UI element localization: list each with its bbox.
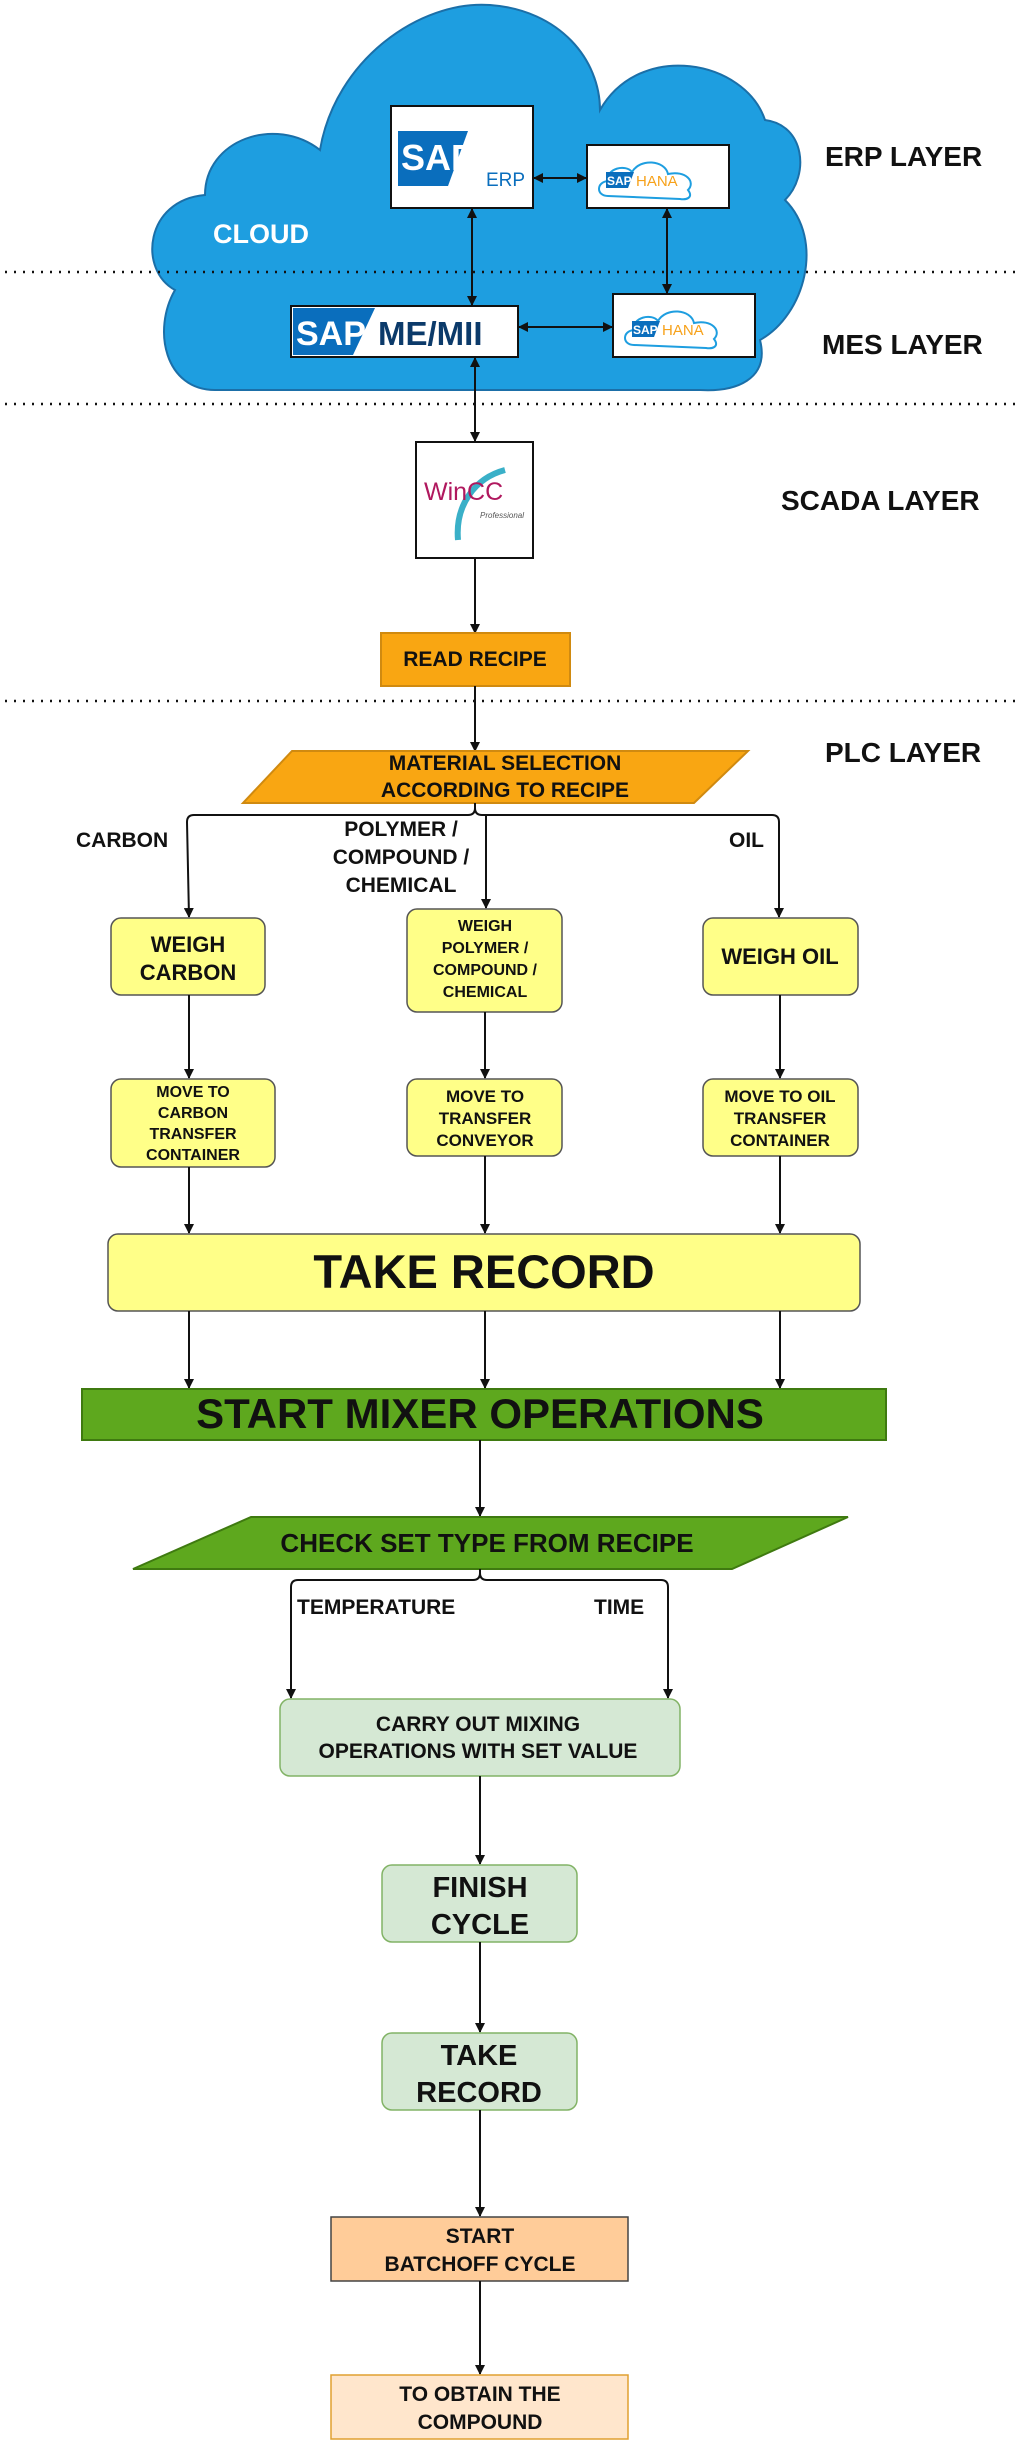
weigh-polymer-line1: WEIGH [458, 918, 512, 935]
hana-erp-suffix: HANA [636, 173, 678, 190]
branch-time-connector [479, 1569, 673, 1699]
take-record-2-line2: RECORD [416, 2077, 542, 2109]
weigh-polymer-line2: POLYMER / [442, 940, 529, 957]
weigh-carbon-line1: WEIGH [151, 932, 226, 957]
branch-oil-label: OIL [729, 829, 764, 852]
branch-polymer-line2: COMPOUND / [333, 846, 470, 869]
material-selection-shape [240, 750, 751, 804]
check-set-type-label: CHECK SET TYPE FROM RECIPE [280, 1528, 693, 1558]
hana-erp-logo: SAP HANA [586, 144, 730, 209]
wincc-logo: WinCC Professional [415, 441, 534, 559]
start-batchoff-line1: START [446, 2225, 515, 2248]
finish-cycle-line2: CYCLE [431, 1909, 529, 1941]
branch-temperature-connector [286, 1569, 481, 1699]
obtain-compound-box [330, 2374, 629, 2440]
carry-out-line2: OPERATIONS WITH SET VALUE [319, 1740, 638, 1763]
branch-polymer-line1: POLYMER / [344, 818, 458, 841]
material-selection-line2: ACCORDING TO RECIPE [381, 779, 629, 802]
weigh-polymer-line3: COMPOUND / [433, 962, 538, 979]
hana-mes-logo: SAP HANA [612, 293, 756, 358]
start-mixer-box [81, 1388, 887, 1441]
obtain-compound-line2: COMPOUND [418, 2411, 543, 2434]
move-carbon-line3: TRANSFER [149, 1126, 237, 1143]
scada-layer-label: SCADA LAYER [781, 485, 980, 516]
move-oil-line3: CONTAINER [730, 1131, 830, 1150]
weigh-carbon-line2: CARBON [140, 960, 237, 985]
move-carbon-box [110, 1078, 276, 1168]
wincc-sub: Professional [480, 511, 524, 520]
carry-out-line1: CARRY OUT MIXING [376, 1713, 580, 1736]
weigh-oil-label: WEIGH OIL [721, 944, 838, 969]
obtain-compound-line1: TO OBTAIN THE [399, 2383, 560, 2406]
read-recipe-label: READ RECIPE [403, 648, 547, 671]
move-oil-line1: MOVE TO OIL [724, 1087, 835, 1106]
hana-mes-brand: SAP [633, 323, 658, 337]
hana-mes-suffix: HANA [662, 322, 704, 339]
cloud-label: CLOUD [213, 219, 309, 249]
move-conveyor-line1: MOVE TO [446, 1087, 524, 1106]
branch-polymer-line3: CHEMICAL [346, 874, 457, 897]
finish-cycle-line1: FINISH [432, 1872, 527, 1904]
sap-erp-suffix: ERP [486, 170, 525, 191]
sap-me-mii-brand: SAP [296, 315, 366, 353]
branch-temperature-label: TEMPERATURE [297, 1596, 455, 1619]
carry-out-box [279, 1698, 681, 1777]
move-carbon-line2: CARBON [158, 1105, 228, 1122]
sap-me-mii-suffix: ME/MII [378, 315, 483, 352]
branch-carbon-label: CARBON [76, 829, 168, 852]
sap-me-mii-logo: SAP ME/MII [290, 305, 519, 358]
move-carbon-line4: CONTAINER [146, 1147, 240, 1164]
move-carbon-line1: MOVE TO [156, 1084, 230, 1101]
branch-oil-connector [474, 803, 784, 918]
weigh-polymer-line4: CHEMICAL [443, 984, 528, 1001]
plc-layer-label: PLC LAYER [825, 737, 981, 768]
take-record-label: TAKE RECORD [313, 1245, 654, 1298]
start-batchoff-line2: BATCHOFF CYCLE [385, 2253, 576, 2276]
sap-erp-logo: SAP ERP [390, 105, 534, 209]
erp-layer-label: ERP LAYER [825, 141, 982, 172]
start-batchoff-box [330, 2216, 629, 2282]
move-conveyor-line3: CONVEYOR [436, 1131, 533, 1150]
check-set-type-shape [132, 1516, 849, 1570]
read-recipe-box [380, 632, 571, 687]
start-mixer-label: START MIXER OPERATIONS [196, 1390, 764, 1437]
wincc-brand: WinCC [424, 478, 503, 506]
move-oil-line2: TRANSFER [734, 1109, 827, 1128]
mes-layer-label: MES LAYER [822, 329, 983, 360]
hana-erp-brand: SAP [607, 174, 632, 188]
move-conveyor-line2: TRANSFER [439, 1109, 532, 1128]
branch-time-label: TIME [594, 1596, 644, 1619]
sap-erp-brand: SAP [401, 137, 475, 178]
material-selection-line1: MATERIAL SELECTION [389, 752, 622, 775]
take-record-2-line1: TAKE [441, 2040, 518, 2072]
